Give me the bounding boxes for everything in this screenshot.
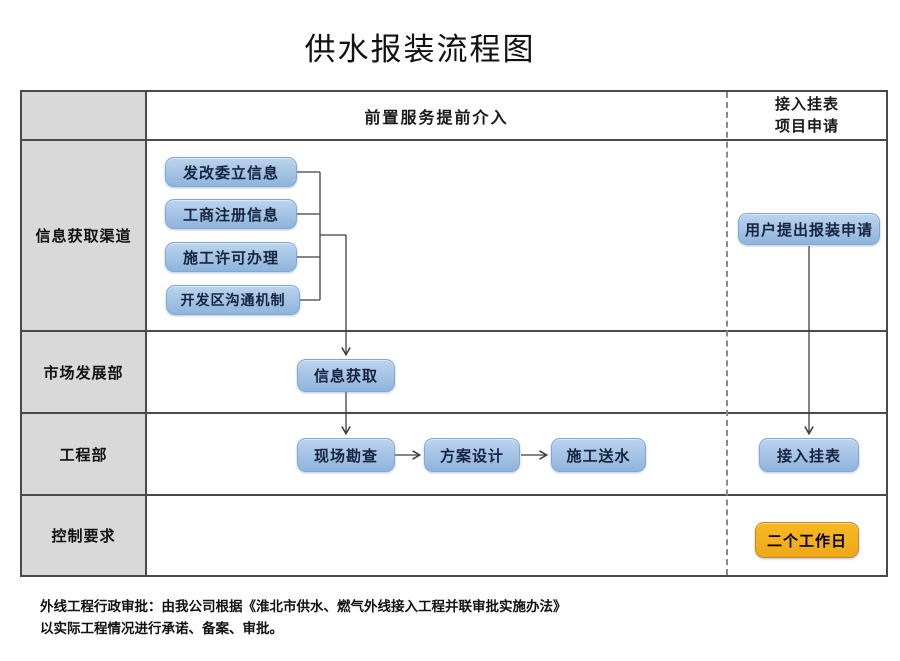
- header-metering-application: 接入挂表 项目申请: [728, 92, 886, 139]
- node-business-registration-info: 工商注册信息: [165, 199, 297, 229]
- node-meter-connection: 接入挂表: [759, 438, 859, 472]
- node-construction-permit: 施工许可办理: [165, 242, 297, 272]
- swimlane-table: 前置服务提前介入 接入挂表 项目申请 信息获取渠道 市场发展部 工程部 控制要求: [20, 90, 888, 577]
- node-user-application: 用户提出报装申请: [738, 213, 880, 245]
- node-devzone-communication: 开发区沟通机制: [166, 285, 300, 315]
- row-divider-1: [22, 139, 886, 141]
- row-divider-2: [22, 330, 886, 332]
- node-scheme-design: 方案设计: [424, 438, 520, 472]
- footer-note-line2: 以实际工程情况进行承诺、备案、审批。: [40, 620, 283, 637]
- header-metering-line1: 接入挂表: [774, 94, 839, 113]
- dashed-section-divider: [726, 92, 728, 575]
- footer-note-line1: 外线工程行政审批：由我公司根据《淮北市供水、燃气外线接入工程并联审批实施办法》: [40, 599, 567, 615]
- lane-label-engineering: 工程部: [59, 445, 108, 464]
- page-title: 供水报装流程图: [304, 32, 536, 68]
- header-metering-line2: 项目申请: [774, 116, 839, 135]
- node-ndrc-project-info: 发改委立信息: [165, 157, 297, 187]
- lane-label-control-req: 控制要求: [51, 527, 116, 545]
- node-site-survey: 现场勘查: [297, 438, 395, 472]
- node-two-working-days: 二个工作日: [755, 522, 859, 558]
- lane-label-market-dev: 市场发展部: [43, 363, 124, 382]
- footer-note: 外线工程行政审批：由我公司根据《淮北市供水、燃气外线接入工程并联审批实施办法》 …: [40, 597, 680, 640]
- node-construction-water-supply: 施工送水: [551, 438, 646, 472]
- row-divider-3: [22, 412, 886, 414]
- header-pre-service: 前置服务提前介入: [364, 107, 509, 127]
- node-info-acquisition: 信息获取: [297, 359, 395, 392]
- lane-label-info-channels: 信息获取渠道: [35, 227, 132, 245]
- label-column-divider: [145, 92, 147, 575]
- row-divider-4: [22, 494, 886, 496]
